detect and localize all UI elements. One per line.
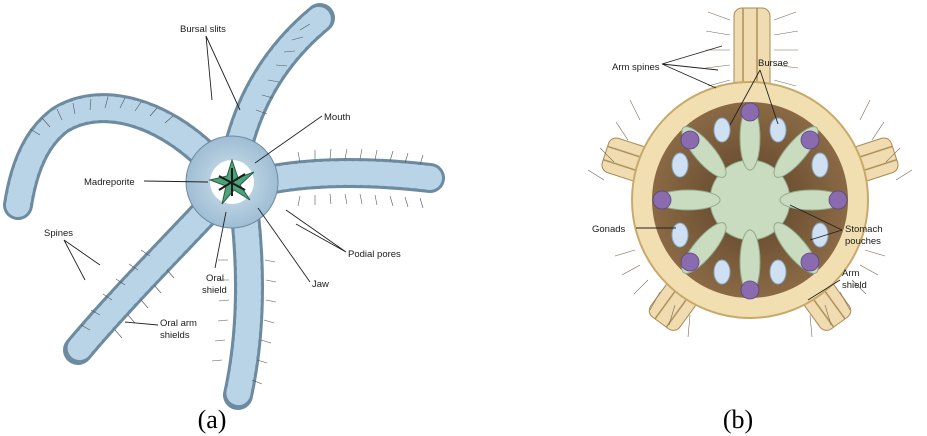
label-bursae: Bursae — [758, 58, 788, 69]
label-mouth: Mouth — [324, 112, 350, 123]
caption-b: (b) — [723, 405, 753, 434]
label-madreporite: Madreporite — [84, 177, 135, 188]
label-oral-arm-shields-line1: Oral arm — [160, 318, 197, 329]
label-spines: Spines — [44, 228, 73, 239]
caption-a: (a) — [198, 405, 227, 434]
mouth-jaws — [210, 160, 254, 204]
label-gonads: Gonads — [592, 224, 626, 235]
label-oral-arm-shields-line2: shields — [160, 330, 190, 341]
label-oral-shield-line2: shield — [202, 285, 227, 296]
label-oral-shield-line1: Oral — [206, 273, 224, 284]
label-stomach-pouches-line2: pouches — [845, 236, 881, 247]
label-arm-spines: Arm spines — [612, 62, 660, 73]
label-arm-shield-line2: shield — [842, 280, 867, 291]
label-arm-shield-line1: Arm — [842, 268, 860, 279]
label-podial-pores: Podial pores — [348, 249, 401, 260]
label-stomach-pouches-line1: Stomach — [845, 224, 883, 235]
label-jaw: Jaw — [312, 279, 329, 290]
label-bursal-slits: Bursal slits — [180, 24, 226, 35]
